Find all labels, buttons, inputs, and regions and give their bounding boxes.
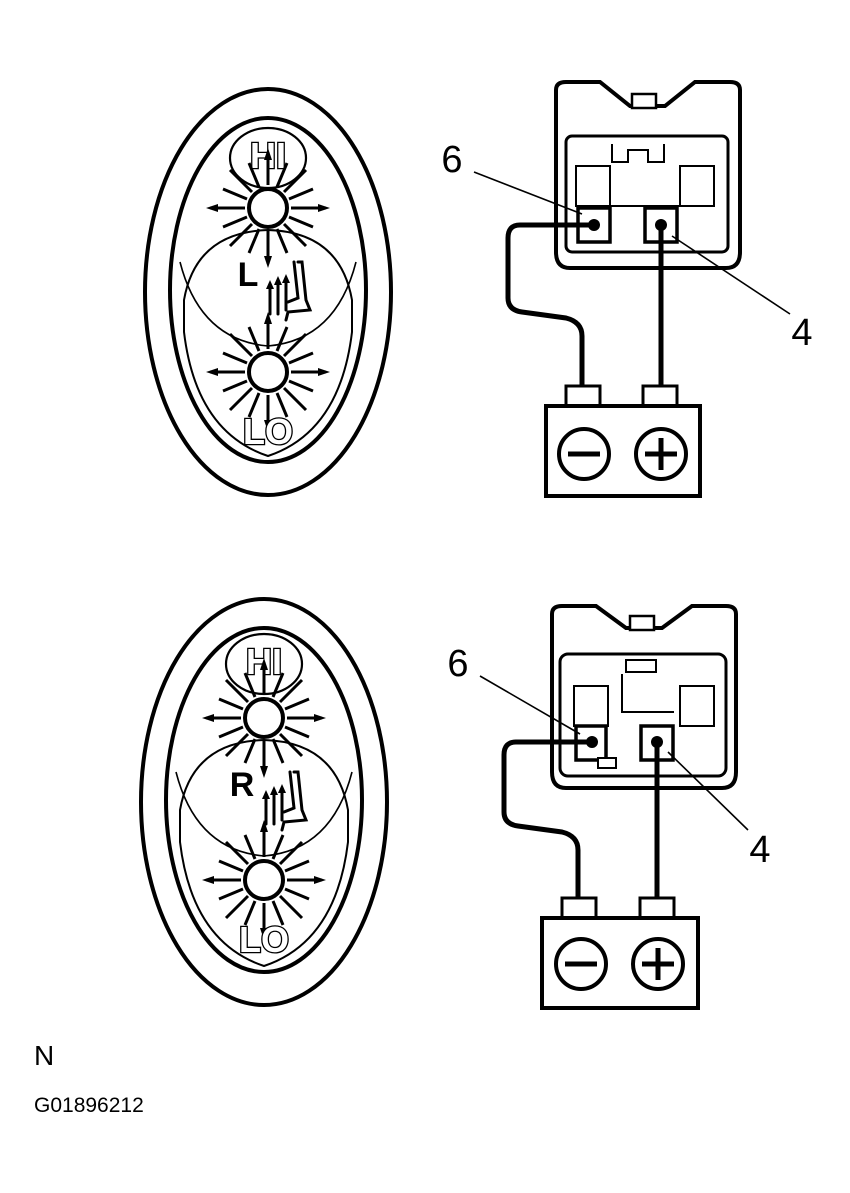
negative-lead [505, 222, 594, 388]
panel-left-seat: HI L LO [143, 80, 813, 498]
callouts: 6 4 [447, 643, 770, 871]
callout-terminal-6: 6 [447, 643, 468, 685]
connector [550, 604, 738, 790]
heater-switch: HI R LO [139, 597, 389, 1007]
connector-inner-wall [621, 674, 674, 713]
callout-terminal-4: 4 [791, 312, 812, 354]
battery [540, 896, 700, 1010]
callout-terminal-6: 6 [441, 139, 462, 181]
connector-key [625, 659, 657, 673]
panel-right-seat: HI R LO [139, 597, 771, 1010]
callout-terminal-4: 4 [749, 829, 770, 871]
test-leads [505, 222, 664, 388]
leader-terminal-6 [473, 171, 583, 215]
negative-lead [501, 739, 592, 900]
side-label: R [230, 766, 255, 804]
test-leads [501, 739, 660, 900]
connector-cavity [558, 652, 728, 778]
figure-letter: N [34, 1040, 55, 1071]
pin-slot-right [679, 685, 715, 727]
lo-label: LO [243, 411, 293, 452]
switch-bezel-inner [168, 116, 368, 464]
side-label: L [238, 256, 259, 294]
figure-id: G01896212 [34, 1094, 144, 1117]
connector [554, 80, 742, 270]
switch-bezel-inner [164, 626, 364, 974]
switch-knob-ring [179, 738, 349, 968]
switch-knob-ring [183, 228, 353, 458]
connector-key [611, 144, 665, 163]
heater-switch: HI L LO [143, 87, 393, 497]
connector-latch [630, 92, 658, 110]
connector-cavity [564, 134, 730, 254]
battery [544, 384, 702, 498]
leader-terminal-4 [671, 235, 791, 315]
leader-terminal-4 [667, 751, 749, 831]
lo-label: LO [239, 919, 289, 960]
callouts: 6 4 [441, 139, 812, 354]
terminal-lock [597, 757, 617, 769]
leader-terminal-6 [479, 675, 581, 735]
connector-latch [628, 614, 656, 632]
